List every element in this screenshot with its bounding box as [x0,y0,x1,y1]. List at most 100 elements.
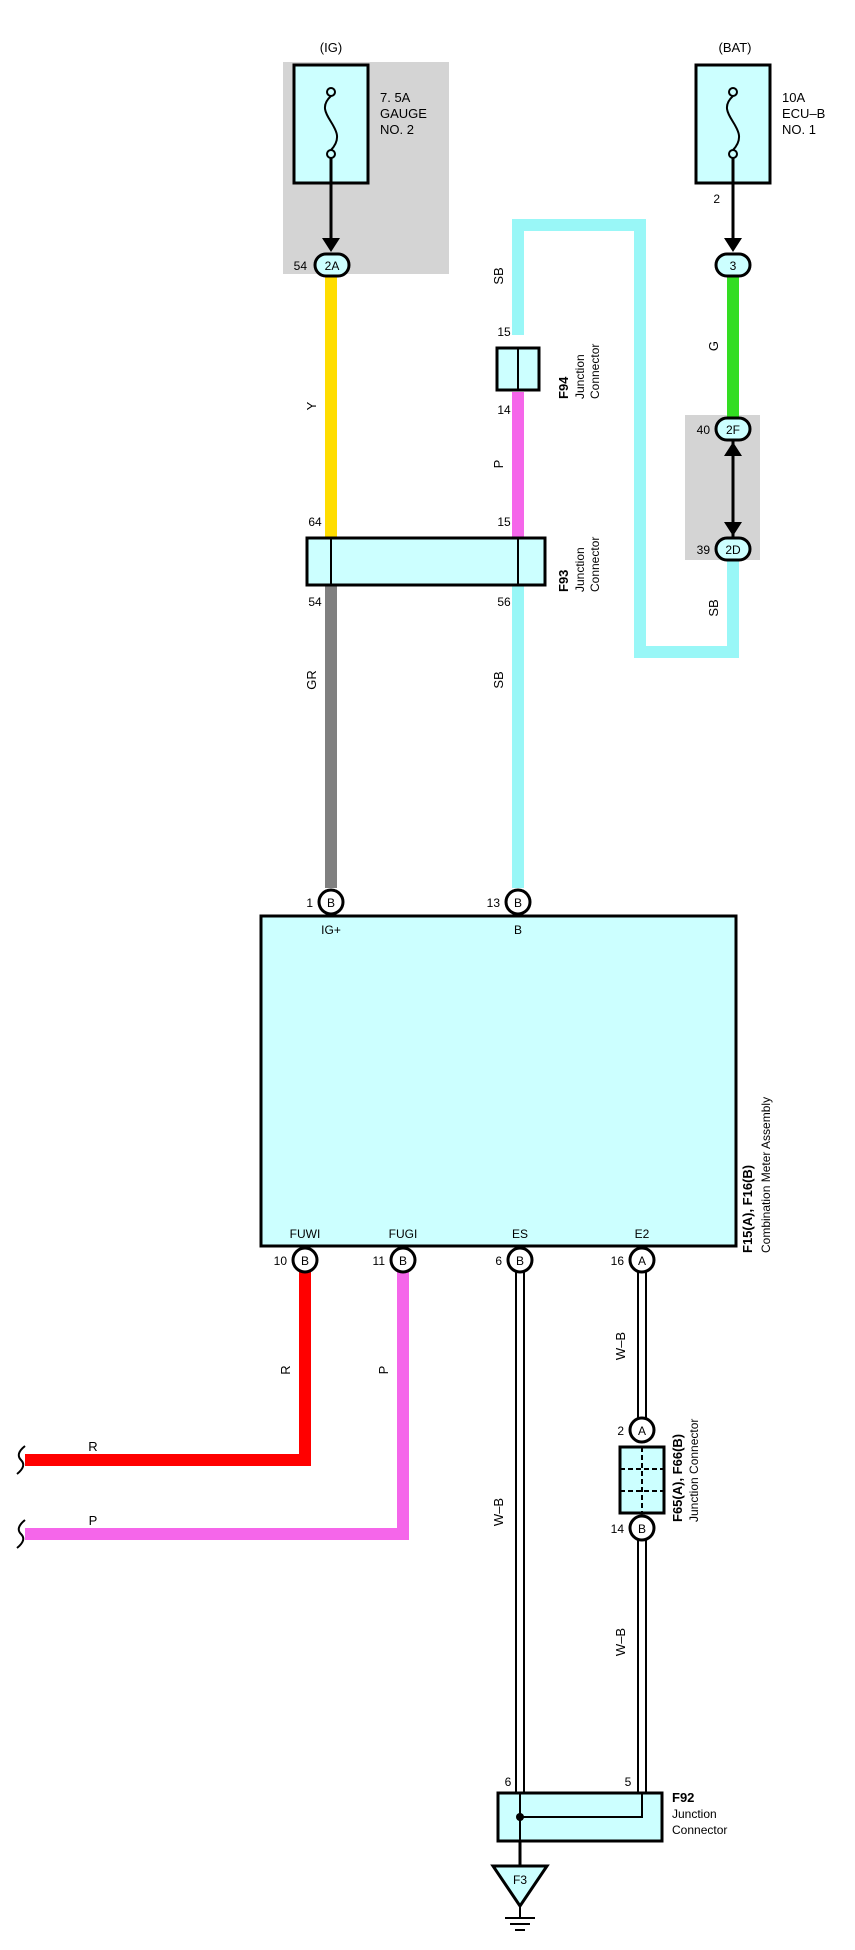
connector-3[interactable]: 3 [714,252,752,278]
svg-text:A: A [638,1424,646,1438]
meter-pin-b-signal: B [514,923,522,937]
wire-wb-right-bottom[interactable] [637,1540,647,1793]
meter-pin-es-num: 6 [495,1254,502,1268]
meter-pin-es[interactable]: B [506,1246,534,1274]
f92-id: F92 [672,1790,694,1805]
wire-r-cut-icon [16,1445,26,1475]
arrow-down-icon [724,238,742,252]
wire-label-sb-top: SB [491,267,506,284]
fuse-bat-number: NO. 1 [782,122,816,137]
f94-id: F94 [556,376,571,399]
wire-r[interactable] [25,1272,311,1466]
f92-pin-left: 6 [505,1775,512,1789]
wire-label-p-horiz: P [89,1513,98,1528]
combination-meter-box[interactable] [259,914,738,1248]
meter-pin-fugi[interactable]: B [389,1246,417,1274]
junction-connector-f94[interactable] [495,346,541,392]
meter-pin-b[interactable]: B [504,888,532,916]
f93-pin-top-right: 15 [497,515,511,529]
fuse-bat-pin: 2 [713,192,720,206]
wire-p-cut-icon [16,1519,26,1549]
f93-pin-bottom-right: 56 [497,595,511,609]
svg-text:F3: F3 [513,1873,527,1887]
fuse-ig-supply: (IG) [320,40,342,55]
ground-icon [505,1906,535,1931]
fuse-bat-rating: 10A [782,90,805,105]
meter-pin-e2-signal: E2 [635,1227,650,1241]
svg-text:B: B [638,1522,646,1536]
wire-p-long[interactable] [25,1272,409,1540]
wire-label-y: Y [304,401,319,410]
f65-name: Junction Connector [687,1419,701,1522]
f65-pin-top-num: 2 [617,1424,624,1438]
fuse-ig-rating: 7. 5A [380,90,411,105]
meter-pin-e2-num: 16 [611,1254,625,1268]
arrow-down-icon [322,238,340,252]
fuse-bat-name: ECU–B [782,106,825,121]
connector-2a[interactable]: 2A [313,252,351,278]
f93-name-2: Connector [588,537,602,592]
wire-label-g: G [706,341,721,351]
meter-pin-e2[interactable]: A [628,1246,656,1274]
svg-text:B: B [327,896,335,910]
wire-label-r-horiz: R [88,1439,97,1454]
wire-label-p-short: P [491,460,506,469]
svg-text:2F: 2F [726,423,740,437]
connector-2d[interactable]: 2D [714,536,752,562]
meter-pin-fugi-signal: FUGI [389,1227,418,1241]
f93-id: F93 [556,570,571,592]
svg-text:2A: 2A [325,259,340,273]
f65-pin-b[interactable]: B [628,1514,656,1542]
f92-name-1: Junction [672,1807,717,1821]
svg-text:B: B [514,896,522,910]
wire-label-p-vert: P [376,1366,391,1375]
arrow-up-icon [724,442,742,456]
meter-pin-b-num: 13 [487,896,501,910]
f65-pin-a[interactable]: A [628,1416,656,1444]
meter-name: Combination Meter Assembly [759,1097,773,1253]
f93-pin-top-left: 64 [308,515,322,529]
meter-id: F15(A), F16(B) [740,1165,755,1253]
f65-id: F65(A), F66(B) [670,1434,685,1522]
wire-label-r-vert: R [278,1365,293,1374]
wire-wb-right-top[interactable] [637,1272,647,1418]
meter-pin-ig[interactable]: B [317,888,345,916]
fuse-ig-name: GAUGE [380,106,427,121]
fuse-gauge-icon [324,87,338,159]
connector-2a-pin: 54 [294,259,308,273]
svg-text:2D: 2D [725,543,741,557]
f93-pin-bottom-left: 54 [308,595,322,609]
arrow-down-icon [724,522,742,536]
wire-label-wb-right-top: W–B [613,1332,628,1360]
junction-connector-f65-f66[interactable] [618,1445,666,1515]
f94-pin-bottom: 14 [497,403,511,417]
meter-pin-fuwi-signal: FUWI [290,1227,321,1241]
wire-label-wb-right-bottom: W–B [613,1628,628,1656]
f92-name-2: Connector [672,1823,727,1837]
wire-label-sb-right: SB [706,599,721,616]
junction-connector-f92[interactable] [496,1791,664,1843]
meter-pin-fugi-num: 11 [373,1254,386,1268]
fuse-ig-number: NO. 2 [380,122,414,137]
fuse-ecu-b-icon [726,87,740,159]
wire-label-wb-left: W–B [491,1498,506,1526]
wire-sb-loop[interactable] [512,219,739,658]
wire-label-gr: GR [304,670,319,690]
meter-pin-ig-signal: IG+ [321,923,341,937]
connector-2f-pin: 40 [697,423,711,437]
meter-pin-fuwi[interactable]: B [291,1246,319,1274]
connector-2f[interactable]: 2F [714,416,752,442]
meter-pin-ig-num: 1 [306,896,313,910]
svg-text:B: B [516,1254,524,1268]
ground-f3[interactable]: F3 [490,1864,550,1909]
f92-pin-right: 5 [625,1775,632,1789]
meter-pin-fuwi-num: 10 [274,1254,288,1268]
wire-wb-left[interactable] [515,1272,525,1793]
svg-text:B: B [301,1254,309,1268]
svg-text:B: B [399,1254,407,1268]
junction-connector-f93[interactable] [305,536,547,587]
wire-label-sb-mid: SB [491,671,506,688]
f94-name-1: Junction [573,354,587,399]
connector-2d-pin: 39 [697,543,711,557]
